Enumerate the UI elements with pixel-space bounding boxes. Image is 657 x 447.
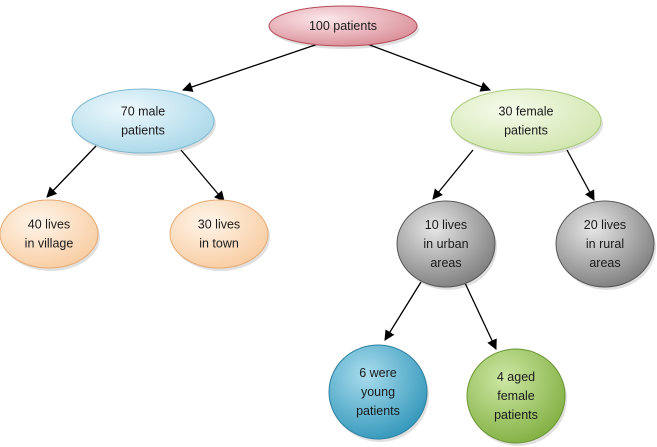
node-young: 6 were young patients: [328, 344, 429, 442]
node-label-line: in town: [199, 237, 239, 251]
node-label-line: patients: [494, 408, 538, 422]
node-label-line: female: [497, 389, 535, 403]
nodes: 100 patients 70 male patients 30 female pati…: [0, 5, 656, 446]
node-label-line: 6 were: [359, 366, 397, 380]
edge-urban-to-young: [384, 281, 422, 341]
node-shape: [328, 344, 428, 440]
node-label-line: 30 lives: [198, 218, 240, 232]
node-label-line: in village: [25, 237, 74, 251]
node-label-line: patients: [121, 124, 165, 138]
node-label-line: 30 female: [499, 105, 554, 119]
edge-female-to-rural: [566, 149, 595, 201]
node-label-line: young: [361, 385, 395, 399]
node-label-line: patients: [504, 124, 548, 138]
edge-male-to-town: [180, 149, 225, 202]
node-shape: [0, 199, 99, 269]
node-shape: [450, 88, 602, 154]
node-urban: 10 lives in urban areas: [396, 200, 497, 290]
node-label-line: 40 lives: [28, 218, 70, 232]
edge-female-to-urban: [432, 149, 474, 200]
edge-root-to-female: [366, 43, 491, 92]
node-root: 100 patients: [268, 5, 419, 49]
node-label-line: in rural: [586, 237, 624, 251]
node-aged: 4 aged female patients: [466, 348, 567, 446]
node-shape: [466, 348, 566, 444]
node-label-line: 70 male: [121, 105, 166, 119]
node-label-line: patients: [356, 404, 400, 418]
node-label-line: 20 lives: [584, 218, 626, 232]
edges: [46, 43, 595, 350]
node-village: 40 lives in village: [0, 199, 100, 271]
edge-root-to-male: [182, 43, 319, 92]
node-rural: 20 lives in rural areas: [555, 200, 656, 290]
node-male: 70 male patients: [71, 88, 216, 156]
node-shape: [268, 5, 418, 47]
node-shape: [555, 200, 655, 288]
node-label-line: 4 aged: [497, 370, 535, 384]
edge-urban-to-aged: [464, 282, 497, 350]
node-shape: [169, 199, 269, 269]
node-label-line: 100 patients: [309, 19, 377, 33]
node-label-line: areas: [589, 256, 620, 270]
node-label-line: areas: [430, 256, 461, 270]
node-label-line: 10 lives: [425, 218, 467, 232]
node-town: 30 lives in town: [169, 199, 270, 271]
edge-male-to-village: [46, 145, 97, 198]
node-shape: [396, 200, 496, 288]
node-label-line: in urban: [423, 237, 468, 251]
node-female: 30 female patients: [450, 88, 603, 156]
node-shape: [71, 88, 215, 154]
